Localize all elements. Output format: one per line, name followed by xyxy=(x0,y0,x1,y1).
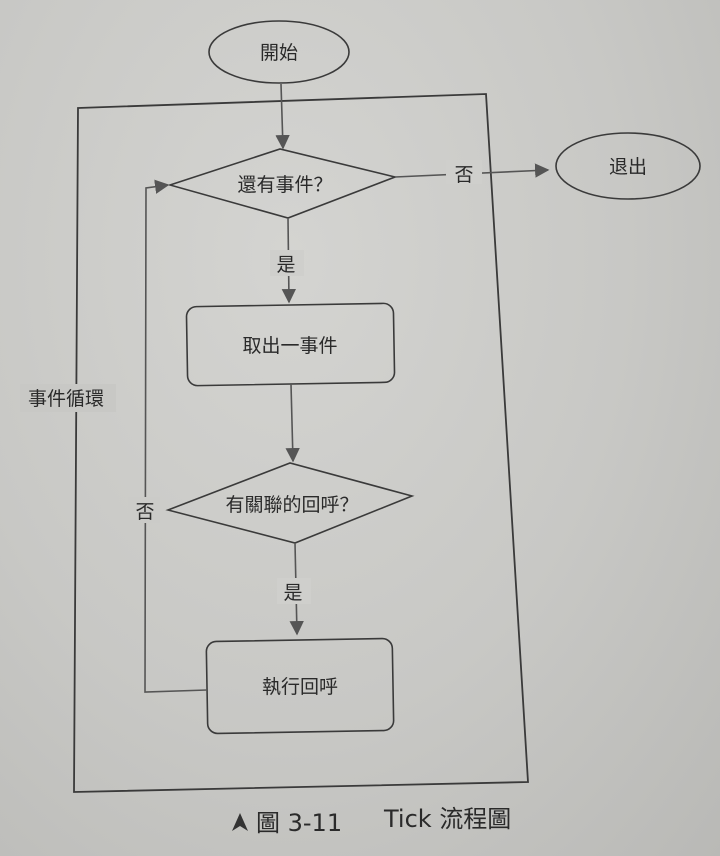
take-event-label: 取出一事件 xyxy=(242,335,337,357)
edge-label-bg xyxy=(277,578,311,604)
take-event-process xyxy=(185,302,396,387)
edge-start-to-has-events xyxy=(275,83,290,150)
edge-loop-back-to-has-events xyxy=(144,179,208,693)
has-callback-decision xyxy=(165,462,415,544)
triangle-arrow-icon xyxy=(232,813,248,831)
edge-label-no-back: 否 xyxy=(135,501,154,523)
figure-caption: 圖 3-11 Tick 流程圖 xyxy=(232,805,511,837)
start-node xyxy=(208,20,350,84)
edge-label-bg xyxy=(270,250,304,276)
start-node-label: 開始 xyxy=(260,42,298,64)
loop-label-bg xyxy=(20,384,116,412)
edge-label-bg xyxy=(446,160,482,184)
event-loop-frame xyxy=(73,93,529,793)
caption-figure-number: 圖 3-11 xyxy=(256,809,342,837)
has-events-label: 還有事件？ xyxy=(237,174,332,196)
edge-label-bg xyxy=(128,497,160,523)
edge-label-yes-run: 是 xyxy=(283,582,302,604)
caption-title: Tick 流程圖 xyxy=(383,805,511,833)
has-callback-label: 有關聯的回呼？ xyxy=(225,494,358,516)
edge-label-yes-take: 是 xyxy=(276,254,295,276)
event-loop-label: 事件循環 xyxy=(28,388,104,410)
run-callback-process xyxy=(205,637,395,735)
exit-node xyxy=(555,132,701,200)
exit-node-label: 退出 xyxy=(609,156,647,178)
edge-label-no-exit: 否 xyxy=(454,164,473,186)
run-callback-label: 執行回呼 xyxy=(262,676,338,698)
edge-take-event-to-has-callback xyxy=(285,383,300,463)
